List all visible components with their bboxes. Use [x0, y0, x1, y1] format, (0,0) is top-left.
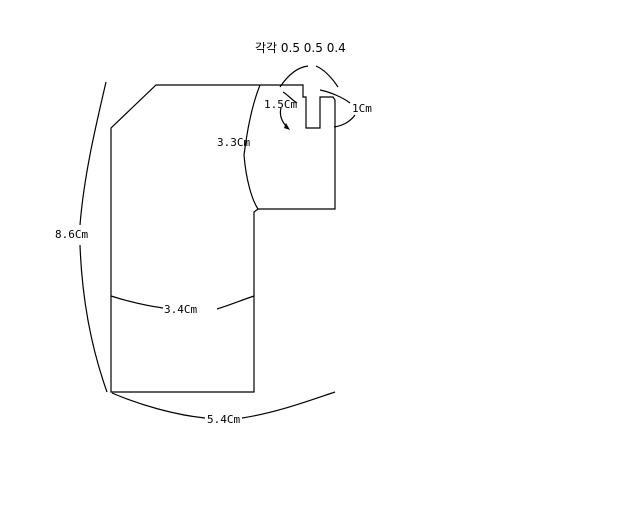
length-label: 8.6Cm: [55, 228, 88, 241]
neckline-top-arc-right: [315, 65, 339, 88]
bottom-width-label: 5.4Cm: [207, 413, 240, 426]
neckline-left-curve: [282, 91, 298, 104]
armhole-label: 3.3Cm: [217, 136, 250, 149]
shoulder-arc-upper: [319, 89, 351, 104]
mid-width-arc-right: [216, 295, 255, 310]
neck-depth-arrowhead: [284, 123, 290, 130]
armhole-curve: [243, 84, 261, 210]
mid-width-label: 3.4Cm: [164, 303, 197, 316]
mid-width-arc: [110, 295, 164, 309]
pattern-outline: [110, 84, 336, 393]
shoulder-label: 1Cm: [352, 102, 372, 115]
shoulder-arc-lower: [333, 114, 356, 128]
length-arc-lower: [79, 244, 108, 393]
length-arc: [79, 81, 107, 226]
neck-depth-label: 1.5Cm: [264, 98, 297, 111]
bottom-width-arc: [111, 392, 206, 419]
each-label: 각각 0.5 0.5 0.4: [255, 41, 346, 55]
neckline-top-arc: [279, 65, 309, 88]
bottom-width-arc-right: [241, 391, 336, 419]
